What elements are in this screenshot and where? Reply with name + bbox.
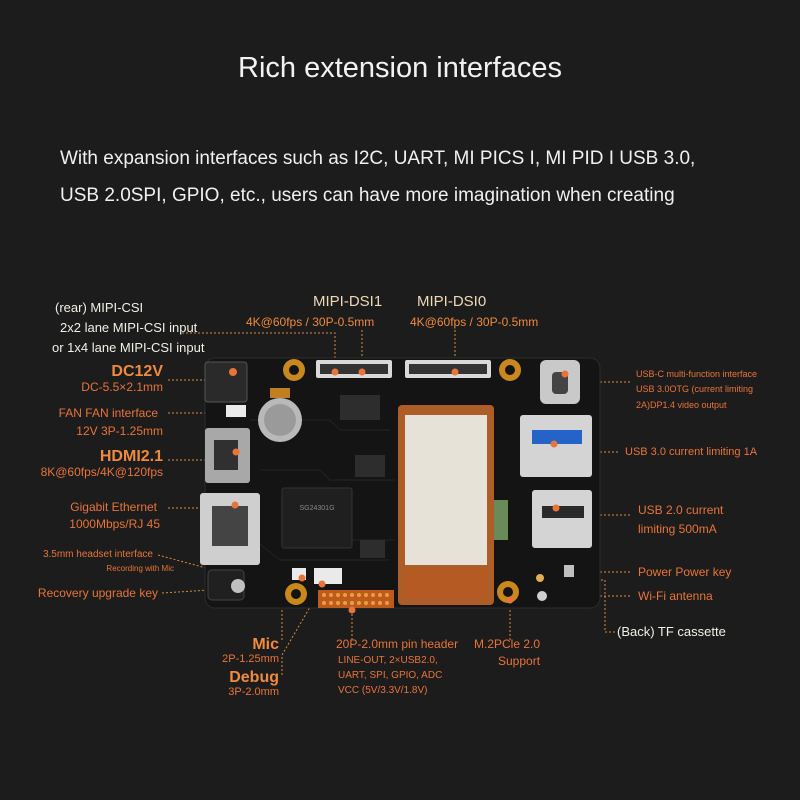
wifi-antenna-connector [537, 591, 547, 601]
label-pin-line-1: LINE-OUT, 2×USB2.0, [338, 655, 438, 666]
label-dsi0-title: MIPI-DSI0 [417, 293, 487, 310]
page-title: Rich extension interfaces [238, 52, 562, 84]
label-usbc-2: USB 3.0OTG (current limiting [636, 384, 754, 394]
dc-jack [204, 361, 248, 403]
debug-connector [314, 568, 342, 584]
label-power: Power Power key [638, 565, 732, 579]
label-mic-title: Mic [252, 636, 279, 653]
label-pin-header: 20P-2.0mm pin header [336, 637, 459, 651]
label-usb2-1: USB 2.0 current [638, 503, 724, 517]
label-debug-title: Debug [229, 669, 279, 686]
subtitle-line-2: USB 2.0SPI, GPIO, etc., users can have m… [60, 185, 675, 206]
label-debug-spec: 3P-2.0mm [228, 686, 279, 698]
label-m2-title: M.2PCle 2.0 [474, 637, 541, 651]
label-eth-spec: 1000Mbps/RJ 45 [69, 517, 160, 531]
label-hdmi-spec: 8K@60fps/4K@120fps [40, 465, 163, 479]
label-wifi: Wi-Fi antenna [638, 589, 713, 603]
fan-connector [226, 405, 246, 417]
label-csi-1: (rear) MIPI-CSI [55, 300, 144, 315]
mipi-dsi0-connector [405, 360, 491, 378]
label-headset-spec: Recording with Mic [106, 564, 174, 573]
usb-c-port [540, 360, 580, 404]
label-recovery: Recovery upgrade key [37, 586, 158, 600]
coin-cell [258, 388, 302, 442]
label-pin-line-2: UART, SPI, GPIO, ADC [338, 670, 443, 681]
label-fan-spec: 12V 3P-1.25mm [76, 424, 163, 438]
pin-header [318, 590, 394, 608]
m2-slot [494, 500, 508, 540]
hdmi-port [205, 428, 250, 483]
label-tf: (Back) TF cassette [617, 624, 726, 639]
ethernet-port [200, 493, 260, 565]
label-csi-3: or 1x4 lane MIPI-CSI input [52, 340, 205, 355]
chip-marking: SG24301G [299, 505, 334, 512]
label-dsi1-title: MIPI-DSI1 [313, 293, 383, 310]
m2-module [398, 405, 494, 605]
subtitle-line-1: With expansion interfaces such as I2C, U… [60, 148, 696, 169]
label-dsi0-spec: 4K@60fps / 30P-0.5mm [410, 315, 539, 329]
label-pin-line-3: VCC (5V/3.3V/1.8V) [338, 685, 428, 696]
label-usb3: USB 3.0 current limiting 1A [625, 446, 758, 458]
label-headset-title: 3.5mm headset interface [42, 549, 153, 560]
label-m2-spec: Support [498, 654, 541, 668]
memory-chip: SG24301G [281, 487, 353, 549]
label-mic-spec: 2P-1.25mm [222, 653, 279, 665]
label-usb2-2: limiting 500mA [638, 522, 717, 536]
label-usbc-3: 2A)DP1.4 video output [636, 400, 727, 410]
recovery-key [231, 579, 245, 593]
label-dsi1-spec: 4K@60fps / 30P-0.5mm [246, 315, 375, 329]
label-dc-title: DC12V [111, 363, 163, 380]
label-fan-title: FAN FAN interface [58, 406, 158, 420]
mipi-dsi1-connector [316, 360, 392, 378]
label-usbc-1: USB-C multi-function interface [636, 369, 758, 379]
label-eth-title: Gigabit Ethernet [70, 500, 157, 514]
label-csi-2: 2x2 lane MIPI-CSI input [60, 320, 198, 335]
mounting-holes [283, 359, 521, 605]
power-key [564, 565, 574, 577]
power-led [536, 574, 544, 582]
label-hdmi-title: HDMI2.1 [99, 448, 163, 465]
label-dc-spec: DC-5.5×2.1mm [81, 380, 163, 394]
usb2-port [532, 490, 592, 548]
